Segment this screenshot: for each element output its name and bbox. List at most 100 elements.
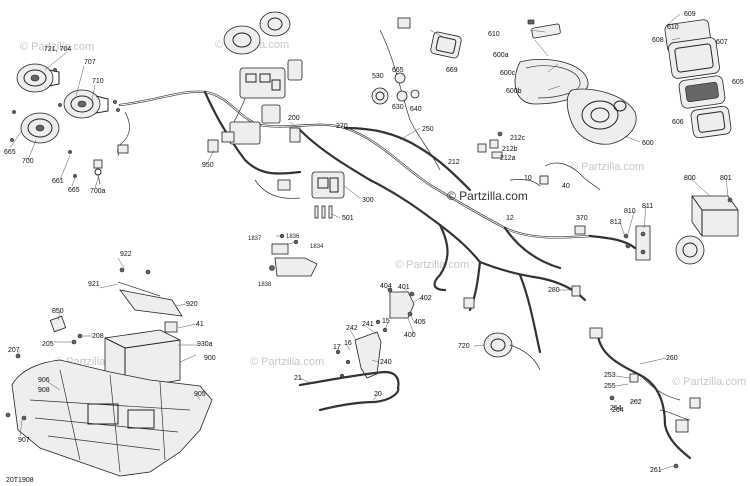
callout-1837: 1837: [248, 236, 262, 242]
clips-212: [477, 131, 503, 159]
connector-370: [574, 225, 586, 235]
callout-402: 402: [420, 295, 432, 302]
callout-610: 610: [488, 31, 500, 38]
callout-801: 801: [720, 175, 732, 182]
callout-908: 908: [38, 387, 50, 394]
callout-262: 262: [630, 399, 642, 406]
callout-600: 600: [642, 140, 654, 147]
module-300: [311, 171, 345, 199]
callout-665: 665: [4, 149, 16, 156]
callout-530: 530: [372, 73, 384, 80]
callout-665: 665: [68, 187, 80, 194]
callout-800: 800: [684, 175, 696, 182]
bracket-240: [335, 319, 388, 379]
callout-240: 240: [380, 359, 392, 366]
wire-40: [544, 162, 601, 191]
handlebar-switches: [223, 11, 303, 81]
headlight-lower: [20, 112, 60, 144]
callout-907: 907: [18, 437, 30, 444]
fuse-relay-block: [229, 67, 286, 145]
callout-370: 370: [576, 215, 588, 222]
harness-260: [589, 327, 701, 469]
callout-15: 15: [382, 318, 390, 325]
callout-906: 906: [38, 377, 50, 384]
light-720: [483, 332, 541, 371]
callout-261: 261: [650, 467, 662, 474]
callout-400: 400: [404, 332, 416, 339]
callout-207: 207: [8, 347, 20, 354]
callout-812: 812: [610, 219, 622, 226]
control-module-800: [691, 195, 739, 237]
callout-900: 900: [204, 355, 216, 362]
callout-609: 609: [684, 11, 696, 18]
callout-930a: 930a: [197, 341, 213, 348]
watermark: © Partzilla.com: [250, 356, 324, 368]
callout-401: 401: [398, 284, 410, 291]
connector: [463, 297, 475, 309]
callout-600c: 600c: [500, 70, 516, 77]
callout-605: 605: [732, 79, 744, 86]
callout-606: 606: [672, 119, 684, 126]
fasteners-501: [314, 205, 333, 219]
callout-270: 270: [336, 123, 348, 130]
connector: [117, 144, 129, 154]
callout-600a: 600a: [493, 52, 509, 59]
callout-20: 20: [374, 391, 382, 398]
callout-10: 10: [524, 175, 532, 182]
callout-721-704: 721, 704: [44, 46, 71, 53]
callout-264: 264: [612, 407, 624, 414]
callout-208: 208: [92, 333, 104, 340]
callout-21: 21: [294, 375, 302, 382]
callout-810: 810: [624, 208, 636, 215]
callout-labels: 721, 704 707 710 665 700 661 665 700a 95…: [4, 11, 744, 474]
callout-212a: 212a: [500, 155, 516, 162]
horn-speaker: [675, 235, 705, 265]
display-assembly: [664, 19, 732, 139]
callout-242: 242: [346, 325, 358, 332]
cable-20: [318, 386, 400, 412]
bulb-700a: [93, 159, 103, 185]
callout-607: 607: [716, 39, 728, 46]
callout-920: 920: [186, 301, 198, 308]
callout-630: 630: [392, 104, 404, 111]
callout-1838: 1838: [258, 282, 272, 288]
callout-16: 16: [344, 340, 352, 347]
callout-661: 661: [52, 178, 64, 185]
main-watermark: © Partzilla.com: [447, 189, 528, 203]
connector: [539, 175, 549, 185]
connector-280: [571, 285, 581, 297]
battery-tray: [5, 353, 213, 477]
callout-922: 922: [120, 251, 132, 258]
callout-12: 12: [506, 215, 514, 222]
cable-21: [298, 370, 400, 390]
callout-1836: 1836: [286, 234, 300, 240]
headlight-upper: [16, 63, 60, 93]
callout-260: 260: [666, 355, 678, 362]
callout-250: 250: [422, 126, 434, 133]
callout-212b: 212b: [502, 146, 518, 153]
connector-950: [207, 127, 301, 191]
callout-707: 707: [84, 59, 96, 66]
callout-700: 700: [22, 158, 34, 165]
watermark: © Partzilla.com: [672, 376, 746, 388]
bracket-400: [387, 287, 415, 319]
headlight-screws: [10, 68, 120, 178]
bracket-1836: [269, 233, 318, 277]
callout-600b: 600b: [506, 88, 522, 95]
callout-280: 280: [548, 287, 560, 294]
leader-lines: [9, 13, 729, 471]
callout-1834: 1834: [310, 244, 324, 250]
callout-17: 17: [333, 344, 341, 351]
callout-710: 710: [92, 78, 104, 85]
callout-241: 241: [362, 321, 374, 328]
callout-41: 41: [196, 321, 204, 328]
callout-253: 253: [604, 372, 616, 379]
callout-254: 254: [610, 405, 622, 412]
fasteners-810: [623, 233, 631, 249]
callout-212: 212: [448, 159, 460, 166]
callout-501: 501: [342, 215, 354, 222]
watermark: © Partzilla.com: [395, 259, 469, 271]
callout-205: 205: [42, 341, 54, 348]
callout-640: 640: [410, 106, 422, 113]
